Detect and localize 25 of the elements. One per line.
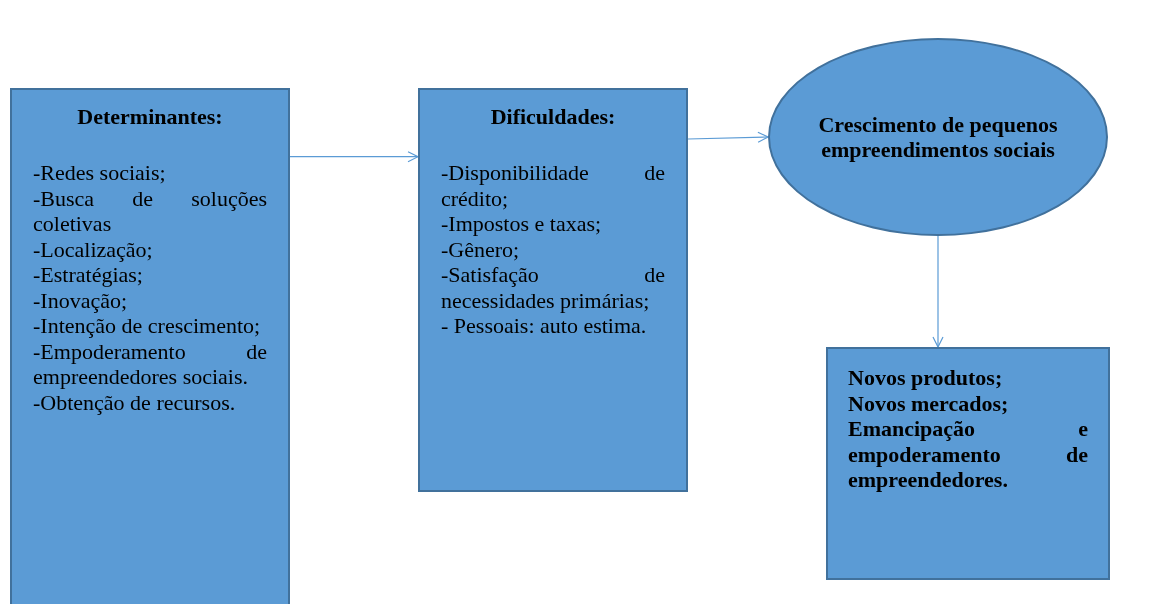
list-item: -Redes sociais; xyxy=(33,160,167,186)
list-item: -Disponibilidade de crédito; xyxy=(441,160,665,211)
process-box xyxy=(826,347,1110,580)
list-item: Novos produtos; xyxy=(848,365,1004,391)
list-item: -Satisfação de necessidades primárias; xyxy=(441,262,665,313)
list-item: -Impostos e taxas; xyxy=(441,211,603,237)
list-item: -Intenção de crescimento; xyxy=(33,313,262,339)
list-item: -Empoderamento de empreendedores sociais. xyxy=(33,338,267,390)
list-item: Emancipação e empoderamento de empreendedores. xyxy=(848,416,1088,493)
arrow xyxy=(687,131,769,143)
list-item: -Busca de soluções coletivas xyxy=(33,185,267,237)
box-heading: Determinantes: xyxy=(76,104,224,130)
list-item: -Localização; xyxy=(33,236,154,262)
list-item: -Inovação; xyxy=(33,287,129,313)
list-item: -Gênero; xyxy=(441,236,521,262)
list-item: -Obtenção de recursos. xyxy=(33,389,237,415)
process-box xyxy=(418,88,688,492)
list-item: Novos mercados; xyxy=(848,390,1010,416)
arrow xyxy=(932,235,944,348)
box-heading: Dificuldades: xyxy=(489,104,617,130)
list-item: -Estratégias; xyxy=(33,262,144,288)
process-box xyxy=(10,88,290,604)
arrow xyxy=(289,151,419,163)
ellipse-label: Crescimento de pequenos empreendimentos sociais xyxy=(817,111,1059,163)
list-item: - Pessoais: auto estima. xyxy=(441,313,648,339)
